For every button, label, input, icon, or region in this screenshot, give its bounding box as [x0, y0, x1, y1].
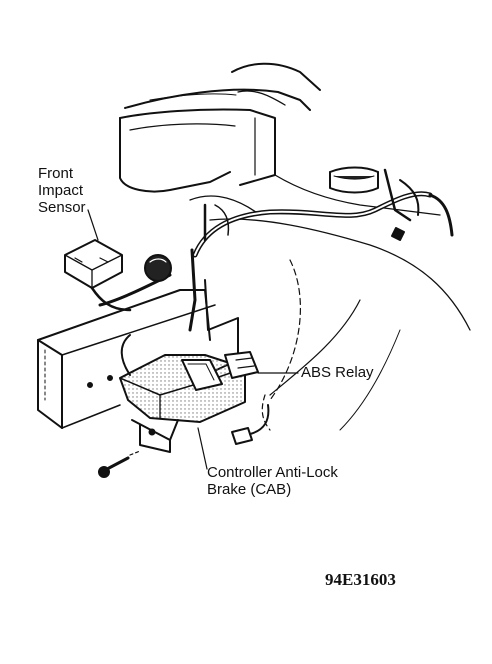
figure-code: 94E31603 — [325, 570, 396, 589]
upper-body-panel — [119, 62, 321, 193]
front-impact-sensor-label: Front Impact Sensor — [38, 165, 86, 216]
abs-relay-label: ABS Relay — [301, 364, 374, 381]
cab-label: Controller Anti-Lock Brake (CAB) — [207, 464, 338, 498]
front-impact-sensor-label-line2: Impact — [38, 182, 84, 199]
front-impact-sensor-label-line1: Front — [38, 165, 74, 182]
wiring-harness — [98, 168, 454, 332]
front-impact-sensor-part — [64, 239, 172, 312]
cab-module-part — [119, 334, 259, 453]
inner-fender — [189, 174, 471, 431]
front-impact-sensor-label-line3: Sensor — [38, 199, 86, 216]
fluid-reservoir — [329, 166, 379, 194]
relay-connector — [231, 394, 271, 445]
mounting-bolt — [98, 450, 141, 478]
leader-lines — [87, 209, 299, 470]
cab-label-line1: Controller Anti-Lock — [207, 464, 338, 481]
cab-label-line2: Brake (CAB) — [207, 481, 292, 498]
